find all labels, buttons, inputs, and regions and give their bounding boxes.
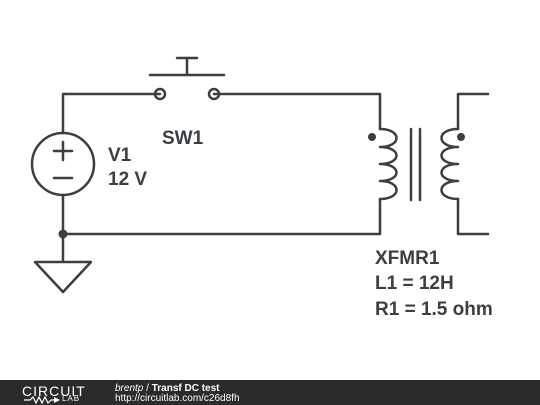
footer-title-line: brentp / Transf DC test <box>115 383 220 394</box>
circuit-url-link[interactable]: http://circuitlab.com/c26d8fh <box>115 393 240 404</box>
transformer-inductance: L1 = 12H <box>375 273 454 295</box>
logo-circuit-text: CIRCUIT <box>22 383 86 399</box>
secondary-polarity-dot <box>457 133 465 141</box>
switch-terminal-left <box>153 87 167 101</box>
secondary-coil <box>440 127 460 201</box>
author-link[interactable]: brentp <box>115 383 144 394</box>
wire-top-right <box>212 92 382 131</box>
wire-bottom <box>61 197 382 236</box>
source-label-group: V1 12 V <box>108 144 147 192</box>
transformer-resistance: R1 = 1.5 ohm <box>375 298 493 320</box>
primary-polarity-dot <box>368 133 376 141</box>
primary-coil <box>378 127 398 201</box>
title-separator: / <box>143 383 152 394</box>
schematic-canvas <box>30 56 490 294</box>
source-name: V1 <box>108 145 132 166</box>
logo-lab-text: LAB <box>62 394 81 403</box>
ground-symbol <box>33 260 93 294</box>
source-value: 12 V <box>108 168 148 190</box>
junction-dot <box>58 229 68 239</box>
wire-secondary-bottom <box>456 197 490 236</box>
resistor-logo-icon <box>24 396 60 404</box>
voltage-source-symbol <box>30 131 96 197</box>
circuit-title: Transf DC test <box>151 383 220 394</box>
switch-terminal-right <box>207 87 221 101</box>
footer-bar: CIRCUIT LAB brentp / Transf DC test http… <box>0 380 540 405</box>
wire-secondary-top <box>456 92 490 131</box>
transformer-name: XFMR1 <box>375 248 440 269</box>
transformer-label-group: XFMR1 L1 = 12H R1 = 1.5 ohm <box>375 246 493 322</box>
wire-top-left <box>61 92 162 135</box>
switch-label: SW1 <box>162 128 204 149</box>
